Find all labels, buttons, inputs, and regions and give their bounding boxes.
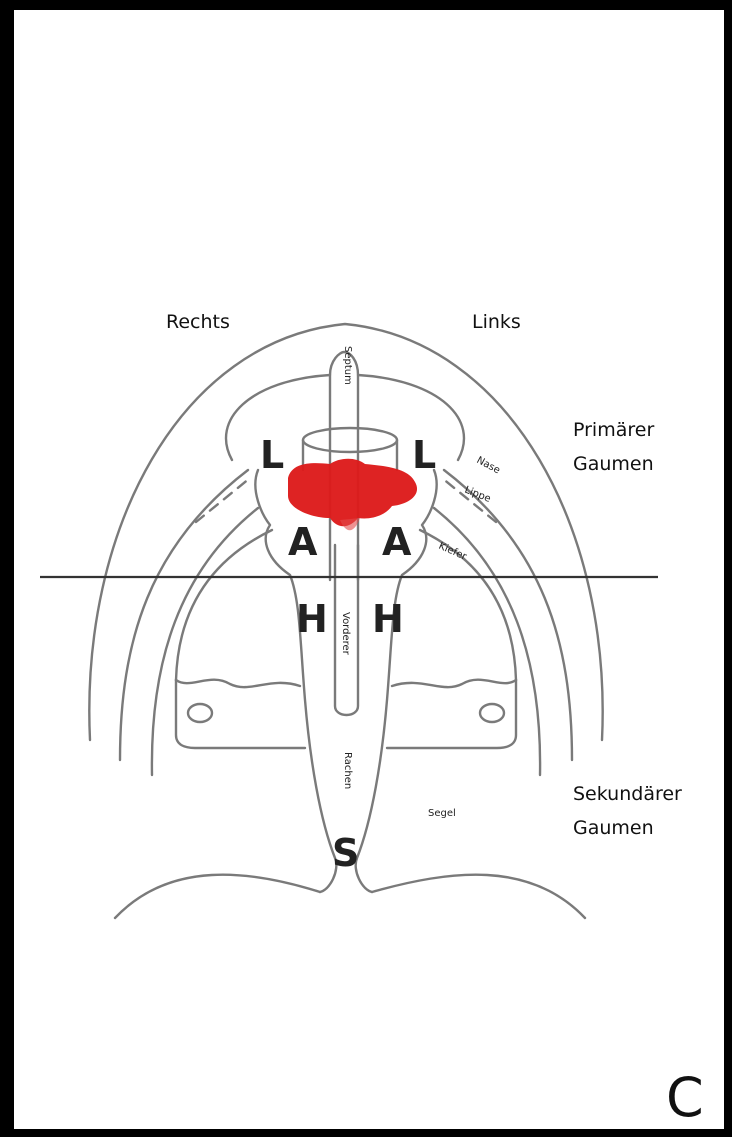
- hole-left: [480, 704, 504, 722]
- primary-label-2: Gaumen: [573, 453, 654, 475]
- letter-l-right: L: [260, 433, 284, 477]
- secondary-label-2: Gaumen: [573, 817, 654, 839]
- premaxilla-top: [303, 428, 397, 452]
- septum-label: Septum: [342, 346, 353, 385]
- letter-s: S: [332, 831, 359, 875]
- nase-label: Nase: [475, 455, 502, 476]
- hole-right: [188, 704, 212, 722]
- outer-arch: [89, 324, 602, 740]
- segel-label: Segel: [428, 808, 456, 819]
- letter-h-right: H: [296, 597, 328, 641]
- links-label: Links: [472, 311, 521, 333]
- primary-label-1: Primärer: [573, 419, 654, 441]
- letter-h-left: H: [372, 597, 404, 641]
- letter-a-right: A: [288, 520, 318, 564]
- secondary-label-1: Sekundärer: [573, 783, 682, 805]
- vorderer-label: Vorderer: [340, 612, 351, 656]
- lippe-label: Lippe: [463, 485, 492, 505]
- kiefer-label: Kiefer: [437, 541, 469, 563]
- letter-l-left: L: [412, 433, 436, 477]
- soft-palate-left: [372, 875, 585, 918]
- lobe-right: [176, 680, 300, 687]
- soft-palate-right: [115, 875, 320, 918]
- lobe-left: [392, 680, 516, 687]
- rachen-label: Rachen: [342, 752, 353, 789]
- letter-a-left: A: [382, 520, 412, 564]
- inner-arch: [176, 530, 272, 680]
- lip-arch: [120, 470, 248, 760]
- rechts-label: Rechts: [166, 311, 230, 333]
- panel-label: C: [666, 1066, 704, 1129]
- dashed-line-right: [196, 478, 250, 522]
